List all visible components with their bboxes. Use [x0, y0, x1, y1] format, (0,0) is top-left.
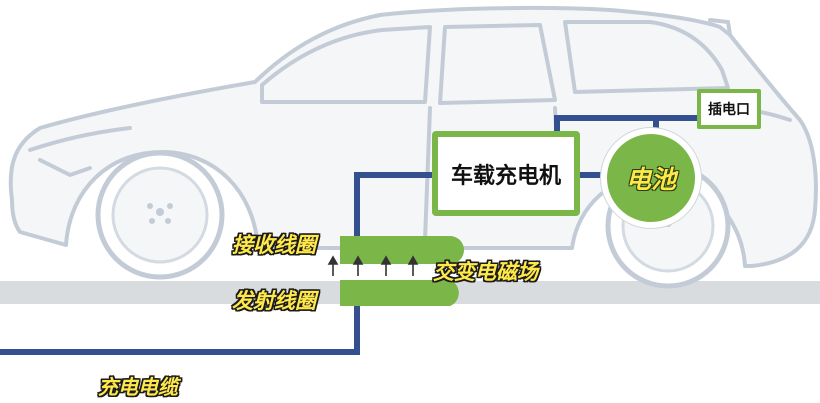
charging-cable-label: 充电电缆 [98, 371, 178, 400]
battery-label: 电池 [626, 160, 676, 196]
transmitting-coil-label: 发射线圈 [232, 285, 316, 315]
battery-circle: 电池 [601, 128, 701, 228]
onboard-charger-box: 车载充电机 [432, 131, 580, 216]
front-wheel [98, 153, 222, 277]
charging-port-box: 插电口 [697, 89, 761, 129]
magnetic-field-label: 交变电磁场 [433, 256, 538, 286]
charging-port-label: 插电口 [708, 99, 750, 119]
receiving-coil-label: 接收线圈 [232, 229, 316, 259]
onboard-charger-label: 车载充电机 [451, 158, 561, 190]
